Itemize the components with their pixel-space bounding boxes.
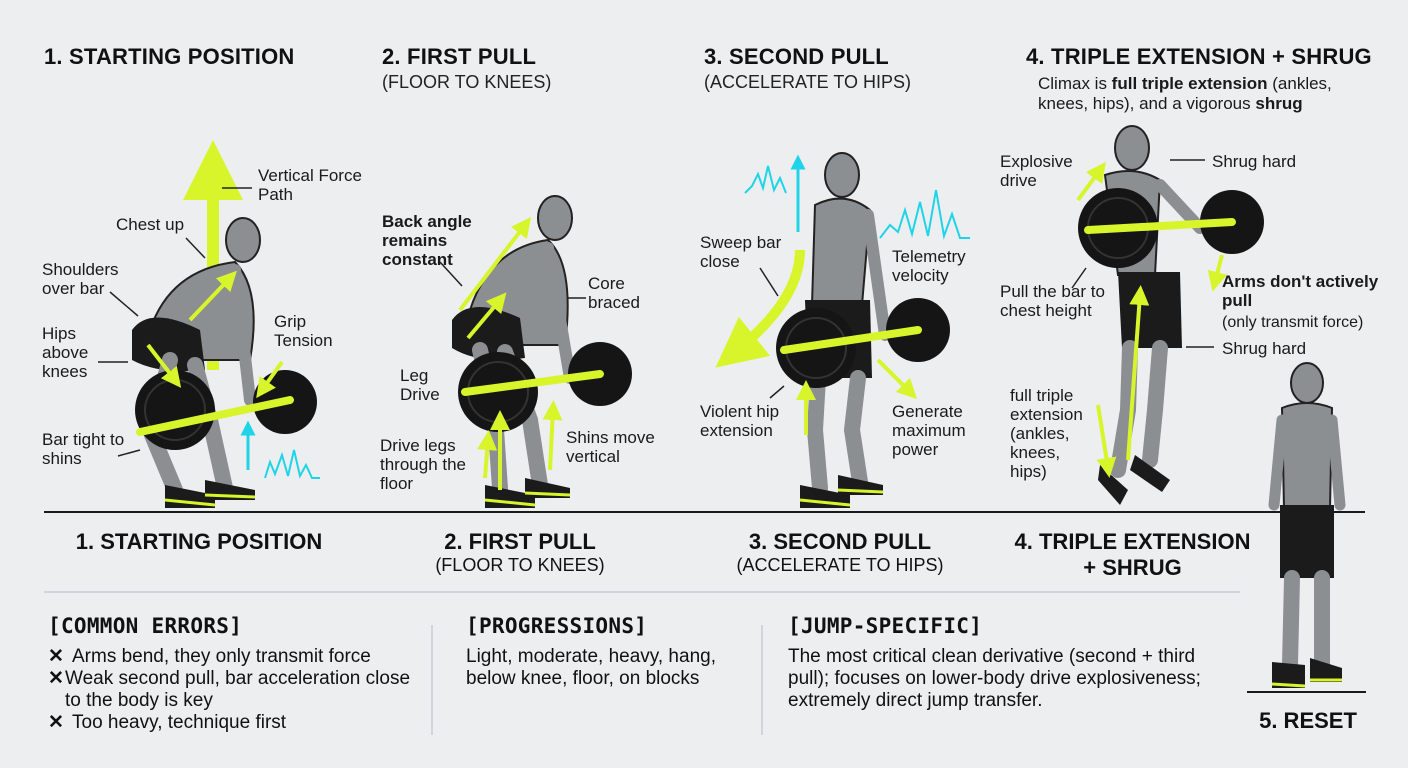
error-item-text: Too heavy, technique first — [72, 712, 287, 733]
phase-4-note-bold-1: full triple extension — [1111, 74, 1268, 93]
label-arms-dont-pull: Arms don't actively pull — [1222, 272, 1379, 310]
jump-specific-title: [JUMP-SPECIFIC] — [788, 614, 983, 638]
label-generate-maximum-power: Generate maximum power — [892, 402, 966, 459]
label-pull-bar-chest-height: Pull the bar to chest height — [1000, 282, 1105, 320]
phase-4-note-bold-2: shrug — [1255, 94, 1303, 113]
error-x-icon: ✕ — [48, 668, 64, 689]
phase-2-title: 2. FIRST PULL — [382, 44, 537, 69]
label-shrug-hard-top: Shrug hard — [1212, 152, 1297, 171]
figure-reset — [1268, 362, 1346, 688]
bottom-subtitle-4: + SHRUG — [1083, 555, 1182, 580]
bottom-title-3: 3. SECOND PULL — [748, 529, 932, 554]
bottom-subtitle-2: (FLOOR TO KNEES) — [435, 555, 605, 575]
label-back-angle: Back angle remains constant — [382, 212, 472, 269]
figure-triple-extension — [1071, 125, 1264, 505]
progressions-title: [PROGRESSIONS] — [466, 614, 648, 638]
phase-4-note: Climax is full triple extension (ankles,… — [1038, 74, 1348, 114]
common-errors-title: [COMMON ERRORS] — [48, 614, 243, 638]
phase-3-subtitle: (ACCELERATE TO HIPS) — [704, 72, 912, 92]
phase-1-title: 1. STARTING POSITION — [44, 44, 295, 69]
label-telemetry-velocity: Telemetry velocity — [892, 247, 966, 285]
label-vertical-force-path: Vertical Force Path — [258, 166, 362, 204]
label-violent-hip-extension: Violent hip extension — [700, 402, 780, 440]
bottom-title-1: 1. STARTING POSITION — [75, 529, 323, 554]
progressions-body: Light, moderate, heavy, hang, below knee… — [466, 646, 716, 689]
error-item-text: Arms bend, they only transmit force — [72, 646, 371, 667]
section-progressions: [PROGRESSIONS] Light, moderate, heavy, h… — [466, 614, 746, 690]
label-full-triple-extension: full triple extension (ankles, knees, hi… — [1010, 386, 1083, 481]
label-chest-up: Chest up — [116, 215, 185, 234]
phase-4-note-mid: (ankles, knees, hips), and a vigorous — [1038, 74, 1332, 113]
phase-4-title: 4. TRIPLE EXTENSION + SHRUG — [1026, 44, 1372, 69]
error-item: ✕ Arms bend, they only transmit force — [48, 646, 418, 668]
phase-2-subtitle: (FLOOR TO KNEES) — [382, 72, 552, 92]
figure-first-pull — [439, 195, 632, 508]
error-item-text: Weak second pull, bar acceleration close… — [65, 668, 411, 711]
phase-3-title: 3. SECOND PULL — [704, 44, 889, 69]
error-item: ✕Weak second pull, bar acceleration clos… — [48, 668, 418, 712]
label-grip-tension: Grip Tension — [274, 312, 333, 350]
phase-4-note-pre: Climax is — [1038, 74, 1112, 93]
figure-starting-position — [98, 140, 320, 508]
label-explosive-drive: Explosive drive — [1000, 152, 1073, 190]
error-x-icon: ✕ — [48, 646, 64, 667]
bottom-title-4: 4. TRIPLE EXTENSION — [1014, 529, 1251, 554]
label-bar-tight-to-shins: Bar tight to shins — [42, 430, 125, 468]
jump-specific-body: The most critical clean derivative (seco… — [788, 646, 1201, 711]
section-common-errors: [COMMON ERRORS] ✕ Arms bend, they only tr… — [48, 614, 418, 734]
label-leg-drive: Leg Drive — [400, 366, 440, 404]
label-hips-above-knees: Hips above knees — [42, 324, 89, 381]
label-shins-move-vertical: Shins move vertical — [566, 428, 655, 466]
label-core-braced: Core braced — [588, 274, 640, 312]
label-shoulders-over-bar: Shoulders over bar — [42, 260, 119, 298]
figure-second-pull — [715, 152, 970, 508]
label-only-transmit-force: (only transmit force) — [1222, 314, 1364, 331]
error-item: ✕ Too heavy, technique first — [48, 712, 418, 734]
section-jump-specific: [JUMP-SPECIFIC] The most critical clean … — [788, 614, 1208, 712]
bottom-subtitle-3: (ACCELERATE TO HIPS) — [736, 555, 944, 575]
label-drive-legs: Drive legs through the floor — [380, 436, 467, 493]
label-sweep-bar-close: Sweep bar close — [700, 233, 782, 271]
bottom-title-2: 2. FIRST PULL — [444, 529, 596, 554]
reset-label: 5. RESET — [1259, 708, 1357, 733]
error-x-icon: ✕ — [48, 712, 64, 733]
label-shrug-hard-bottom: Shrug hard — [1222, 339, 1307, 358]
